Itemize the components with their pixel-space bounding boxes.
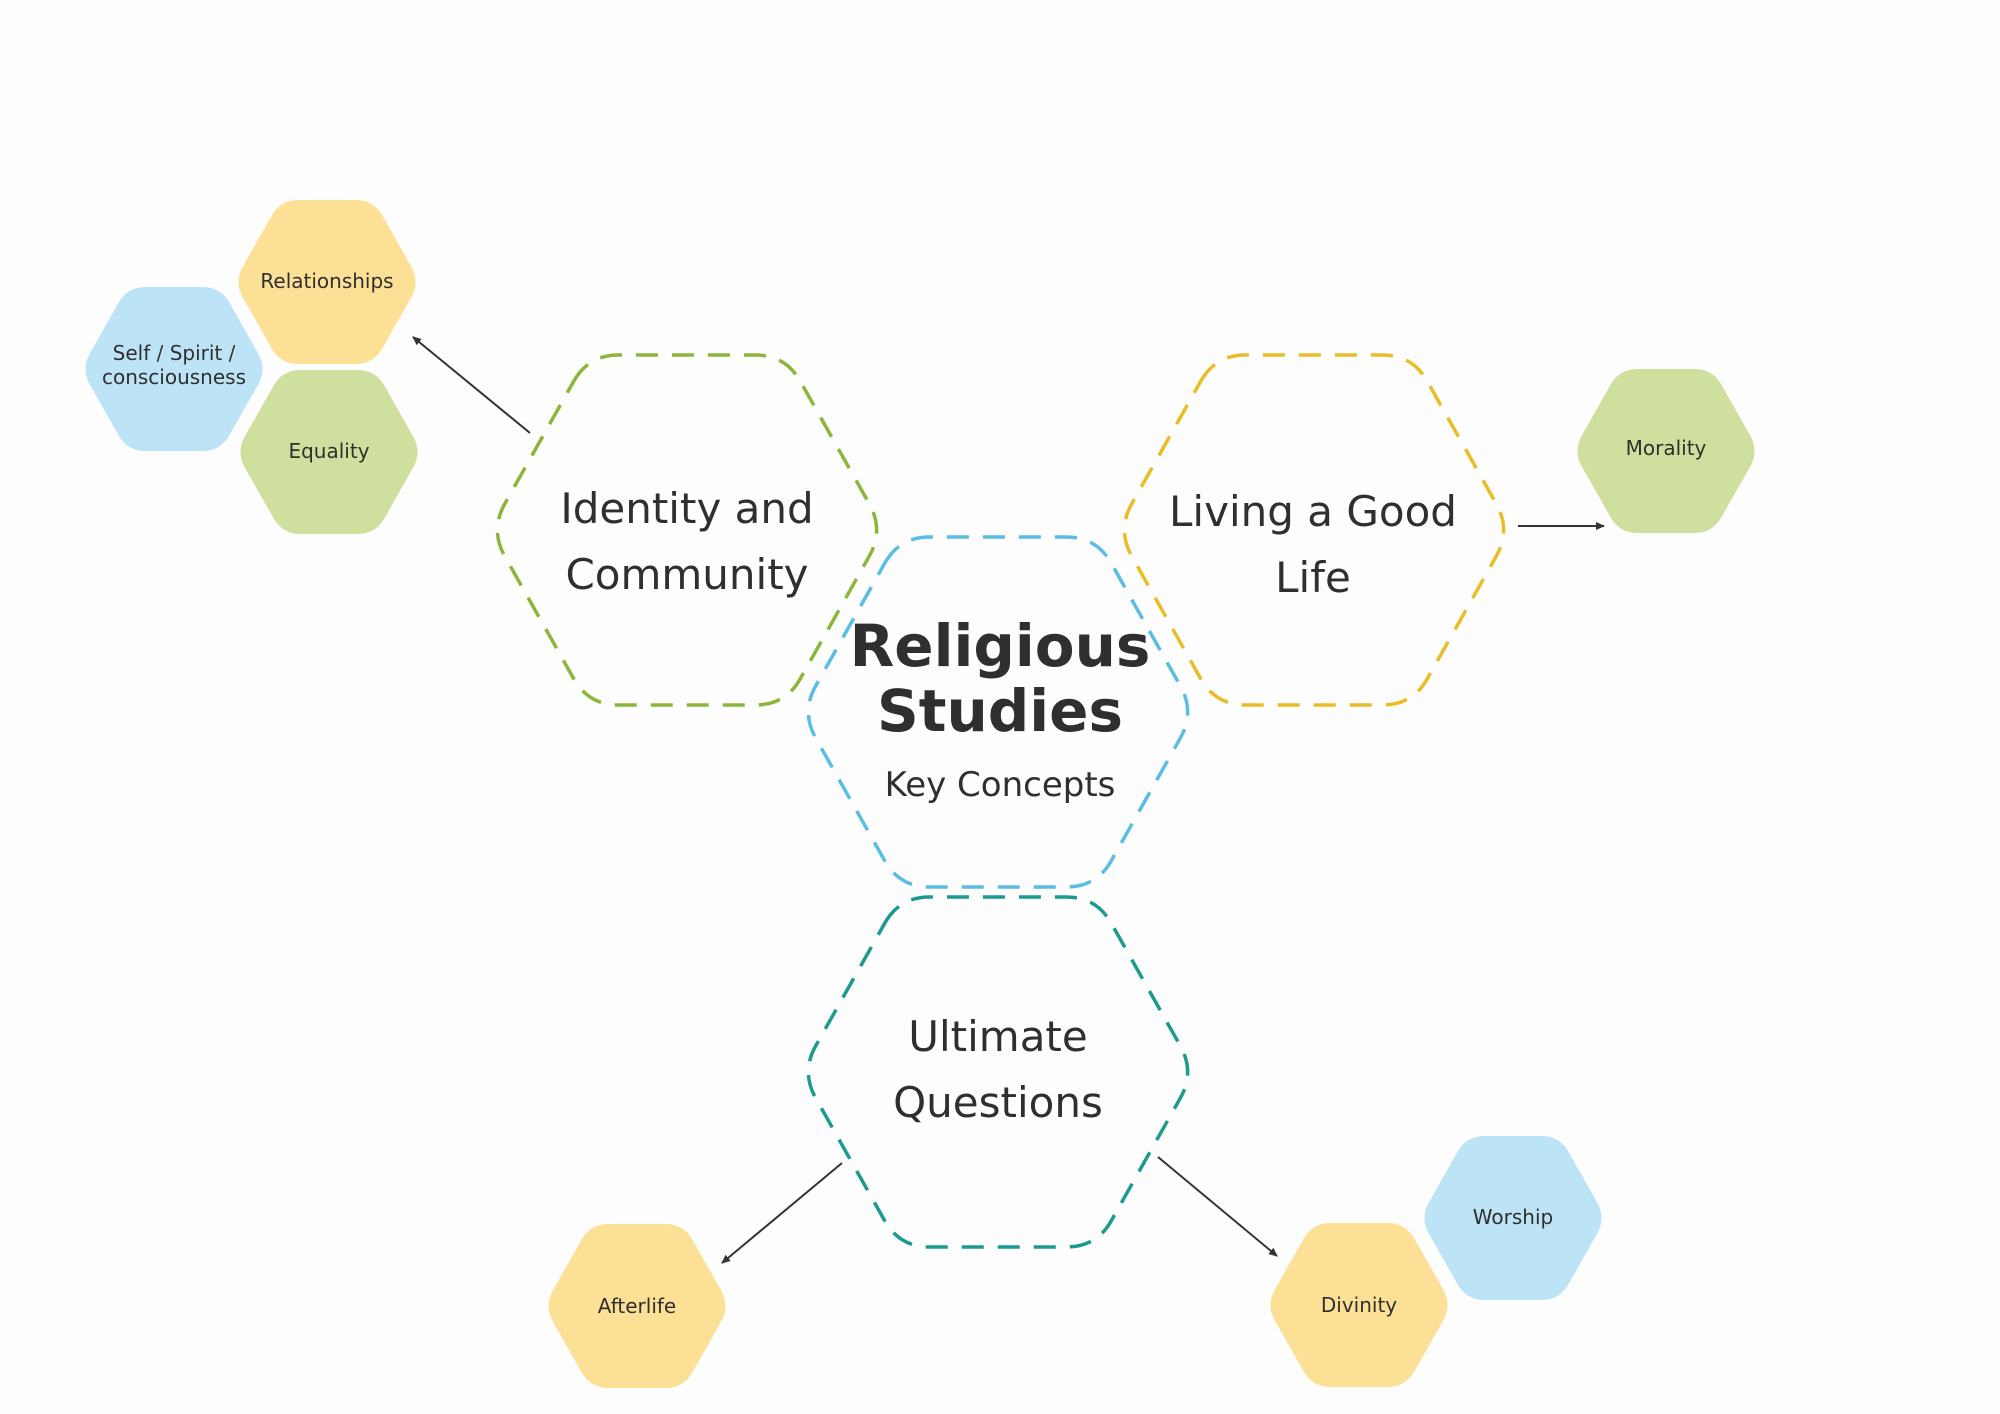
arrow-to-afterlife (721, 1162, 843, 1264)
morality-label: Morality (1626, 436, 1707, 460)
divinity-label: Divinity (1321, 1293, 1397, 1317)
hex-relationships (238, 200, 416, 364)
identity-label-line2: Community (565, 550, 808, 599)
afterlife-label: Afterlife (598, 1294, 677, 1318)
hex-morality (1577, 369, 1755, 533)
hex-worship (1424, 1136, 1602, 1300)
identity-label-line1: Identity and (560, 484, 813, 533)
hex-ultimate-questions (806, 895, 1190, 1249)
good-life-label-line1: Living a Good (1169, 487, 1457, 536)
relationships-label: Relationships (260, 269, 393, 293)
arrow-to-divinity (1157, 1156, 1278, 1257)
self-spirit-label-line1: Self / Spirit / (113, 341, 236, 365)
hex-equality (240, 370, 418, 534)
hex-identity-community (495, 353, 879, 707)
ultimate-label-line1: Ultimate (908, 1012, 1088, 1061)
hex-living-good-life (1122, 353, 1506, 707)
diagram-title-line1: Religious (850, 612, 1151, 680)
ultimate-label-line2: Questions (893, 1078, 1103, 1127)
hex-afterlife (548, 1224, 726, 1388)
hex-religious-studies (806, 535, 1190, 889)
hex-self-spirit (85, 287, 263, 451)
diagram-subtitle: Key Concepts (885, 765, 1116, 805)
good-life-label-line2: Life (1275, 553, 1351, 602)
worship-label: Worship (1473, 1205, 1553, 1229)
self-spirit-label-line2: consciousness (102, 365, 246, 389)
equality-label: Equality (288, 439, 369, 463)
diagram-title-line2: Studies (877, 677, 1123, 745)
hex-divinity (1270, 1223, 1448, 1387)
arrow-to-relationships (412, 336, 531, 434)
